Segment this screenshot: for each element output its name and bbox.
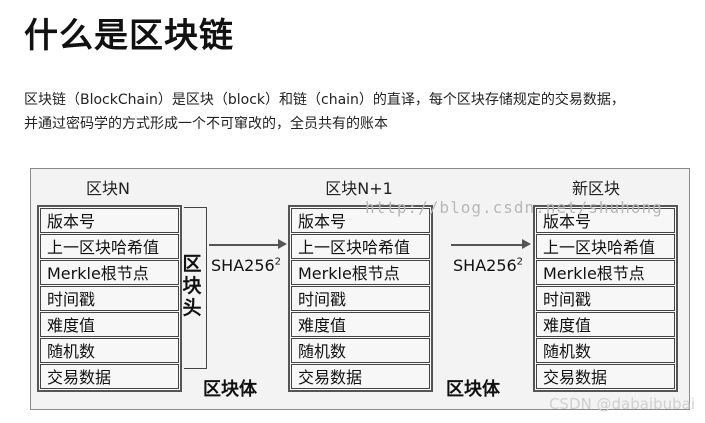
sha-sup: 2 xyxy=(274,256,282,268)
intro-line-1: 区块链（BlockChain）是区块（block）和链（chain）的直译，每个… xyxy=(24,92,625,108)
block-n-plus-1-field: 上一区块哈希值 xyxy=(291,234,430,259)
arrow-head-2 xyxy=(522,239,531,249)
block-n-field: Merkle根节点 xyxy=(40,260,179,285)
block-new-field: Merkle根节点 xyxy=(536,260,675,285)
header-label: 区块头 xyxy=(182,253,202,319)
sha-label-2: SHA2562 xyxy=(453,256,523,275)
block-n-field: 上一区块哈希值 xyxy=(40,234,179,259)
block-n-plus-1-field: 随机数 xyxy=(291,338,430,363)
block-n-plus-1-field: 版本号 xyxy=(291,208,430,233)
page-title: 什么是区块链 xyxy=(24,16,234,56)
sha-text: SHA256 xyxy=(211,256,275,275)
block-n-field: 版本号 xyxy=(40,208,179,233)
block-new: 版本号 上一区块哈希值 Merkle根节点 时间戳 难度值 随机数 交易数据 xyxy=(533,205,678,392)
block-new-field: 交易数据 xyxy=(536,364,675,389)
block-n-plus-1-field: 交易数据 xyxy=(291,364,430,389)
block-n-field: 随机数 xyxy=(40,338,179,363)
block-n-plus-1-field: 时间戳 xyxy=(291,286,430,311)
blockchain-diagram: 区块N 区块N+1 新区块 版本号 上一区块哈希值 Merkle根节点 时间戳 … xyxy=(30,168,690,410)
block-title-n: 区块N xyxy=(86,179,130,198)
block-n-plus-1-field: Merkle根节点 xyxy=(291,260,430,285)
arrow-line-2 xyxy=(451,244,523,246)
block-new-field: 时间戳 xyxy=(536,286,675,311)
block-n-field: 难度值 xyxy=(40,312,179,337)
block-title-n-plus-1: 区块N+1 xyxy=(325,179,393,198)
block-new-field: 版本号 xyxy=(536,208,675,233)
block-n-field: 交易数据 xyxy=(40,364,179,389)
sha-label-1: SHA2562 xyxy=(211,256,281,275)
arrow-head-1 xyxy=(278,239,287,249)
block-new-field: 上一区块哈希值 xyxy=(536,234,675,259)
header-bracket xyxy=(184,207,207,369)
intro-line-2: 并通过密码学的方式形成一个不可窜改的，全员共有的账本 xyxy=(24,116,388,132)
block-new-field: 随机数 xyxy=(536,338,675,363)
block-new-field: 难度值 xyxy=(536,312,675,337)
body-label-2: 区块体 xyxy=(446,379,500,400)
block-title-new: 新区块 xyxy=(571,179,620,198)
block-n-plus-1-field: 难度值 xyxy=(291,312,430,337)
arrow-line-1 xyxy=(209,244,279,246)
block-n: 版本号 上一区块哈希值 Merkle根节点 时间戳 难度值 随机数 交易数据 xyxy=(37,205,182,392)
sha-text: SHA256 xyxy=(453,256,517,275)
sha-sup: 2 xyxy=(516,256,524,268)
body-label-1: 区块体 xyxy=(203,379,257,400)
block-n-plus-1: 版本号 上一区块哈希值 Merkle根节点 时间戳 难度值 随机数 交易数据 xyxy=(288,205,433,392)
intro-paragraph: 区块链（BlockChain）是区块（block）和链（chain）的直译，每个… xyxy=(24,88,699,136)
block-n-field: 时间戳 xyxy=(40,286,179,311)
csdn-watermark: CSDN @dabaibubai xyxy=(548,395,695,413)
blog-watermark: http://blog.csdn.net/shuhong xyxy=(365,198,663,217)
